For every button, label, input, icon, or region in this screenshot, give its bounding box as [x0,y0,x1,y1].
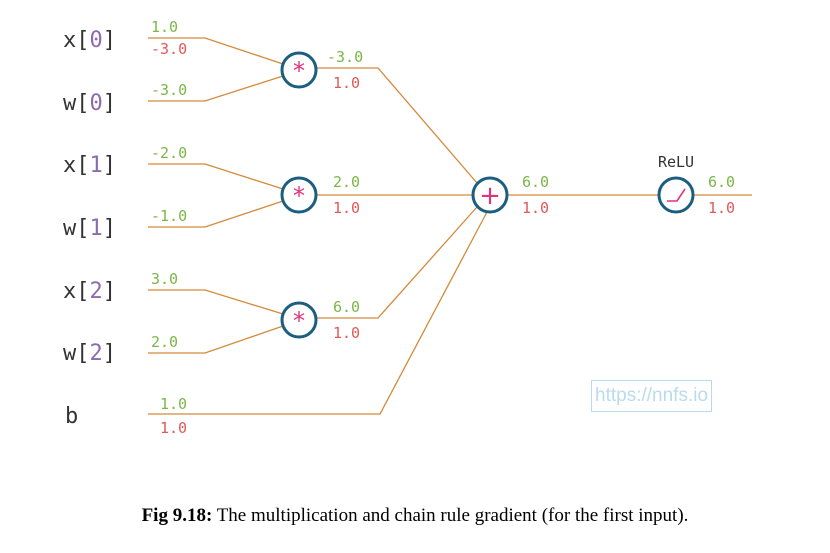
input-label-w-0: w[0] [63,91,116,116]
input-value: 1.0 [151,18,178,36]
multiply-output-gradient: 1.0 [333,74,360,92]
input-value: -2.0 [151,144,187,162]
bracket-open: [ [76,341,89,366]
nodes: * * * + [280,51,695,339]
relu-node [657,176,695,214]
multiply-symbol: * [293,57,305,85]
multiply-symbol: * [293,307,305,335]
bracket-close: ] [103,279,116,304]
wire-w-0 [148,75,284,102]
sum-output-gradient: 1.0 [522,199,549,217]
input-labels: x[0]w[0]x[1]w[1]x[2]w[2]b [63,28,116,429]
input-index: 1 [90,153,103,178]
input-index: 1 [90,216,103,241]
input-gradient: -3.0 [151,40,187,58]
bias-gradient: 1.0 [160,419,187,437]
input-label-x-2: x[2] [63,279,116,304]
wire-mul-0-out [316,67,478,184]
input-index: 0 [90,28,103,53]
bracket-close: ] [103,216,116,241]
wire-x-2 [148,289,284,315]
multiply-output-gradient: 1.0 [333,199,360,217]
input-label-w-1: w[1] [63,216,116,241]
plus-symbol: + [479,181,501,211]
wire-w-1 [148,200,284,228]
multiply-output-gradient: 1.0 [333,324,360,342]
input-name: x [63,28,76,53]
relu-icon [667,188,686,202]
bracket-open: [ [76,28,89,53]
input-name: x [63,153,76,178]
bracket-open: [ [76,279,89,304]
input-name: w [63,341,77,366]
input-index: 0 [90,91,103,116]
input-index: 2 [90,279,103,304]
input-name: x [63,279,76,304]
input-label-b: b [65,404,78,429]
bracket-open: [ [76,216,89,241]
input-label-w-2: w[2] [63,341,116,366]
input-index: 2 [90,341,103,366]
multiply-node [280,176,318,214]
relu-label: ReLU [658,153,694,171]
relu-output-value: 6.0 [708,173,735,191]
wire-bias [148,211,488,415]
input-name: w [63,216,77,241]
input-value: 2.0 [151,333,178,351]
sum-node [471,176,509,214]
input-name: w [63,91,77,116]
watermark: https://nnfs.io [591,380,713,412]
wire-x-1 [148,163,284,190]
sum-output-value: 6.0 [522,173,549,191]
input-value: -1.0 [151,207,187,225]
caption-prefix: Fig 9.18: [141,505,213,526]
bracket-close: ] [103,28,116,53]
input-label-x-1: x[1] [63,153,116,178]
wire-mul-2-out [316,206,478,319]
wire-w-2 [148,325,284,354]
wire-x-0 [148,37,284,65]
bracket-close: ] [103,153,116,178]
input-label-x-0: x[0] [63,28,116,53]
multiply-output-value: 2.0 [333,173,360,191]
multiply-symbol: * [293,182,305,210]
bracket-open: [ [76,91,89,116]
input-value: -3.0 [151,81,187,99]
relu-output-gradient: 1.0 [708,199,735,217]
bracket-open: [ [76,153,89,178]
multiply-node [280,301,318,339]
bias-value: 1.0 [160,395,187,413]
bracket-close: ] [103,341,116,366]
caption-text: The multiplication and chain rule gradie… [212,505,689,526]
input-value: 3.0 [151,270,178,288]
multiply-node [280,51,318,89]
bracket-close: ] [103,91,116,116]
multiply-output-value: 6.0 [333,298,360,316]
figure-caption: Fig 9.18: The multiplication and chain r… [0,505,830,527]
multiply-output-value: -3.0 [327,48,363,66]
wires [148,37,752,415]
input-values: 1.0 -3.0 -3.0 -2.0 -1.0 3.0 2.0 1.0 1.0 [151,18,187,437]
